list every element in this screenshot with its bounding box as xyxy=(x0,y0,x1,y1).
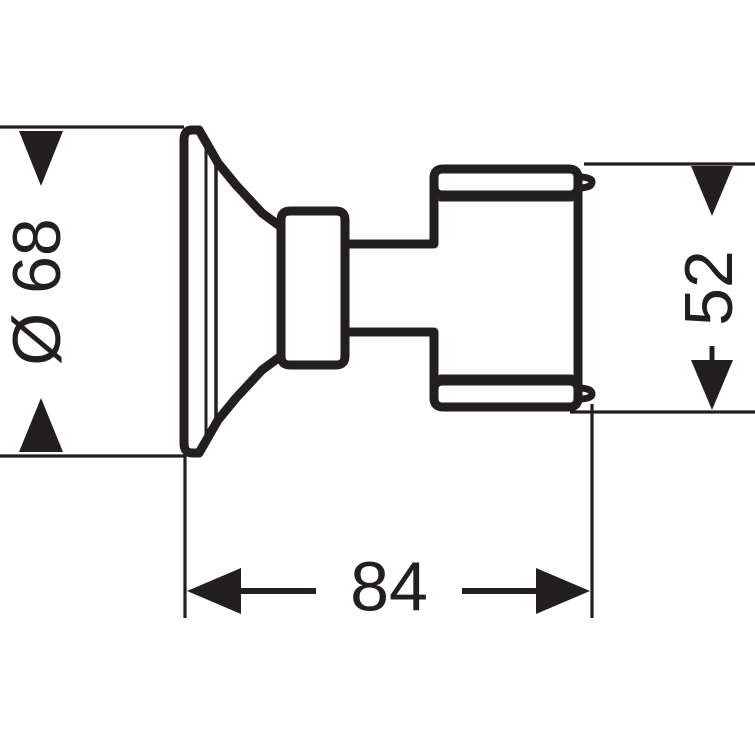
dim-52-arrow-top xyxy=(691,166,733,216)
dim-84-arrow-right xyxy=(536,568,590,614)
dim-52-label: 52 xyxy=(671,250,747,326)
dimension-52: 52 xyxy=(671,166,747,410)
escutcheon-bell-profile xyxy=(179,125,286,458)
dim-84-label: 84 xyxy=(350,547,428,625)
extension-lines xyxy=(0,125,755,618)
dim-84-arrow-left xyxy=(187,568,241,614)
dim-68-arrow-top xyxy=(19,131,63,186)
dimension-84: 84 xyxy=(187,547,590,625)
dim-68-label: Ø 68 xyxy=(0,218,75,365)
product-outline xyxy=(179,125,596,458)
handle-bottom-end-flare xyxy=(574,384,596,403)
dim-68-arrow-bottom xyxy=(19,398,63,452)
dim-52-arrow-bottom xyxy=(691,360,733,410)
handle-top-end-flare xyxy=(574,173,596,192)
escutcheon-base-collar xyxy=(276,206,350,370)
handle-top-collar xyxy=(429,164,583,200)
dimension-68: Ø 68 xyxy=(0,131,75,452)
